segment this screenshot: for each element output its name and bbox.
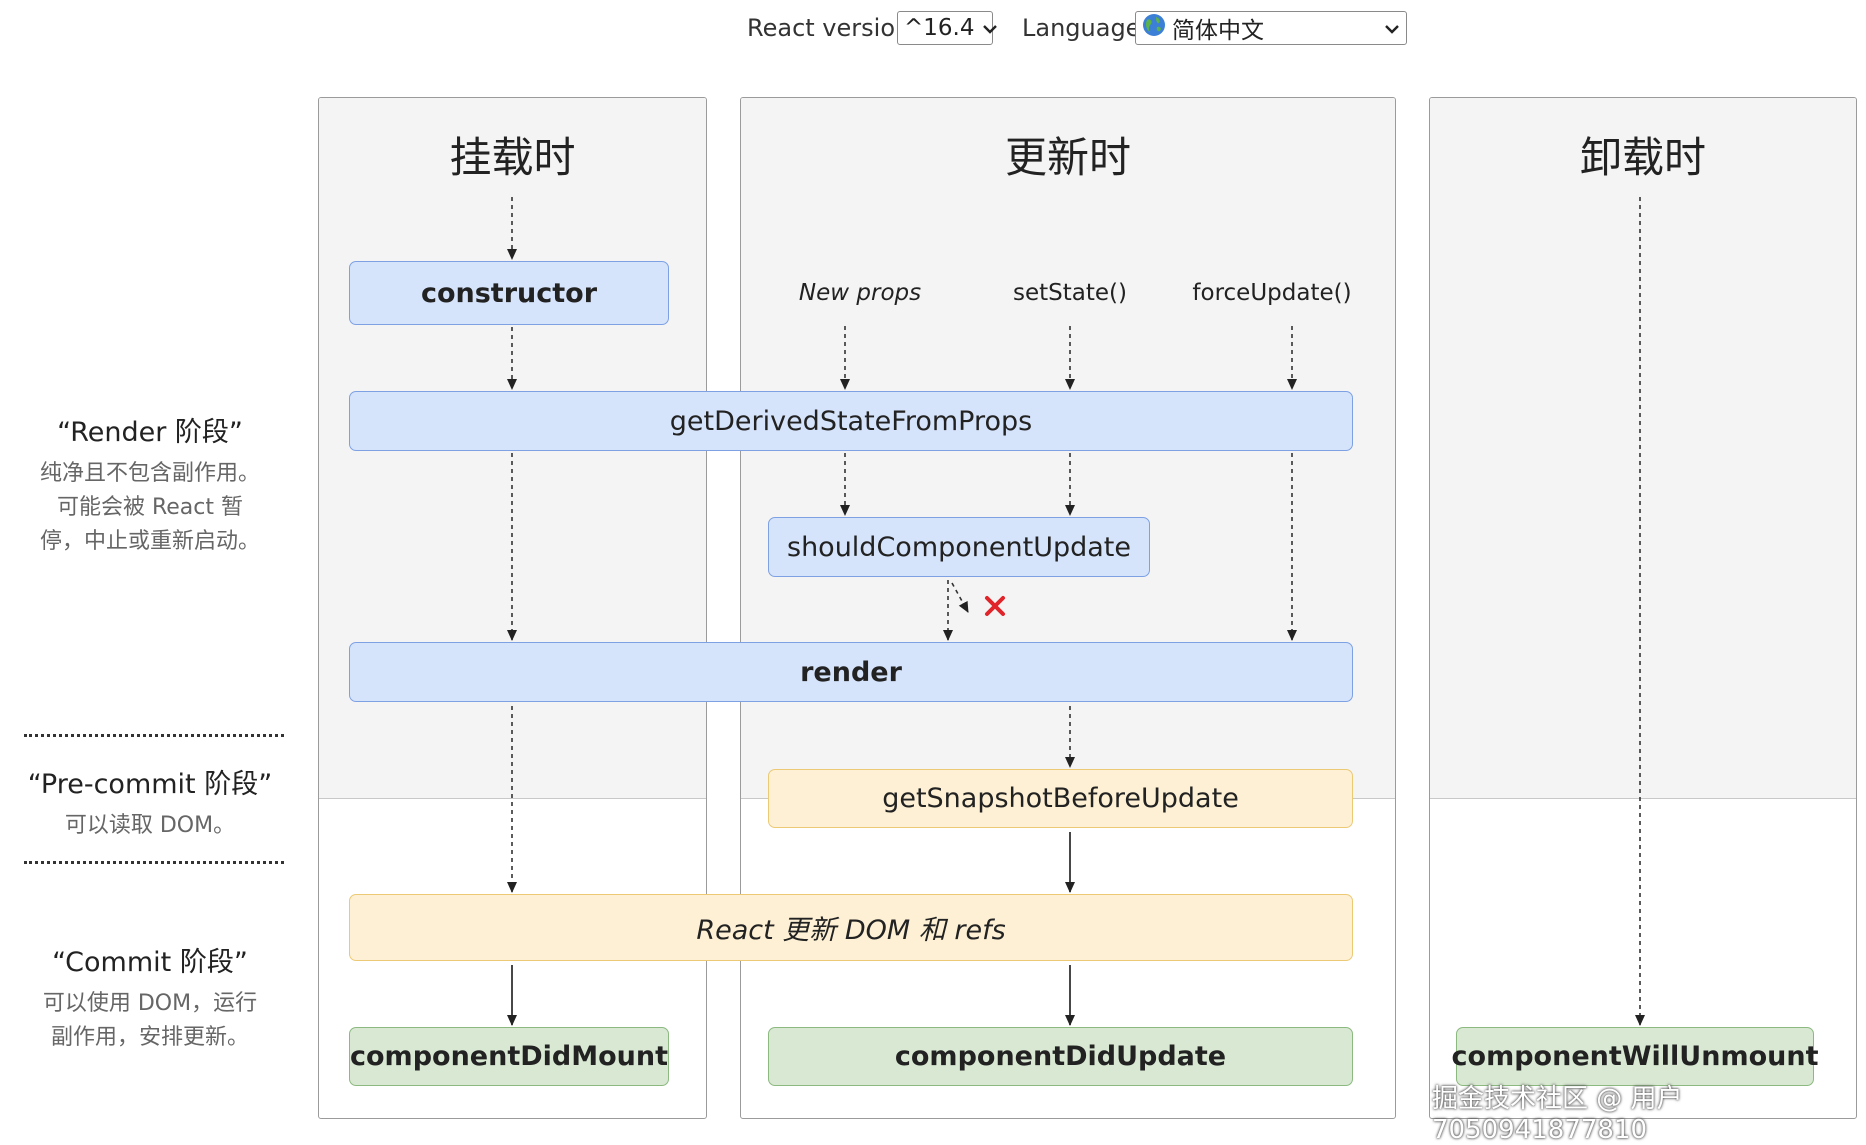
precommit-phase-title: “Pre-commit 阶段” xyxy=(27,769,273,800)
component-will-unmount-box: componentWillUnmount xyxy=(1452,1027,1818,1086)
precommit-phase-label: “Pre-commit 阶段” 可以读取 DOM。 xyxy=(10,762,290,843)
commit-phase-label: “Commit 阶段” 可以使用 DOM，运行 副作用，安排更新。 xyxy=(10,940,290,1055)
render-phase-desc-line: 可能会被 React 暂 xyxy=(56,495,244,520)
new-props-label: New props xyxy=(798,280,922,306)
render-phase-title: “Render 阶段” xyxy=(57,417,243,448)
unmount-column: 卸载时 xyxy=(1429,97,1857,1119)
snapshot-before-update-box: getSnapshotBeforeUpdate xyxy=(768,769,1353,828)
force-update-label: forceUpdate() xyxy=(1192,280,1352,306)
phase-divider xyxy=(24,861,284,864)
language-select[interactable]: 简体中文 xyxy=(1135,11,1407,45)
language-label: Language xyxy=(1022,14,1141,42)
render-box: render xyxy=(349,642,1353,702)
precommit-phase-desc: 可以读取 DOM。 xyxy=(64,813,236,838)
cancel-x-icon xyxy=(985,596,1005,616)
component-did-update-box: componentDidUpdate xyxy=(768,1027,1353,1086)
commit-phase-title: “Commit 阶段” xyxy=(52,947,248,978)
commit-phase-desc-line: 可以使用 DOM，运行 xyxy=(42,991,258,1016)
render-phase-desc-line: 纯净且不包含副作用。 xyxy=(39,461,260,486)
unmount-column-title: 卸载时 xyxy=(1579,133,1706,182)
phase-divider xyxy=(24,734,284,737)
react-version-value: ^16.4 xyxy=(904,15,975,41)
react-version-label: React version xyxy=(747,14,911,42)
render-phase-label: “Render 阶段” 纯净且不包含副作用。 可能会被 React 暂 停，中止… xyxy=(10,410,290,559)
mount-column-title: 挂载时 xyxy=(449,133,576,182)
constructor-box: constructor xyxy=(349,261,669,325)
get-derived-state-box: getDerivedStateFromProps xyxy=(349,391,1353,451)
update-column-title: 更新时 xyxy=(1004,133,1131,182)
watermark: 掘金技术社区 @ 用户7050941877810 xyxy=(1432,1084,1683,1145)
language-value: 简体中文 xyxy=(1172,18,1264,44)
set-state-label: setState() xyxy=(1013,280,1127,306)
commit-phase-desc-line: 副作用，安排更新。 xyxy=(50,1025,249,1050)
update-dom-box: React 更新 DOM 和 refs xyxy=(349,894,1353,961)
globe-icon xyxy=(1142,13,1166,43)
chevron-down-icon xyxy=(982,15,998,41)
should-component-update-box: shouldComponentUpdate xyxy=(768,517,1150,577)
react-version-select[interactable]: ^16.4 xyxy=(897,11,998,45)
render-phase-desc-line: 停，中止或重新启动。 xyxy=(39,529,260,554)
component-did-mount-box: componentDidMount xyxy=(349,1027,669,1086)
arrow xyxy=(951,582,969,613)
chevron-down-icon xyxy=(1384,15,1400,41)
